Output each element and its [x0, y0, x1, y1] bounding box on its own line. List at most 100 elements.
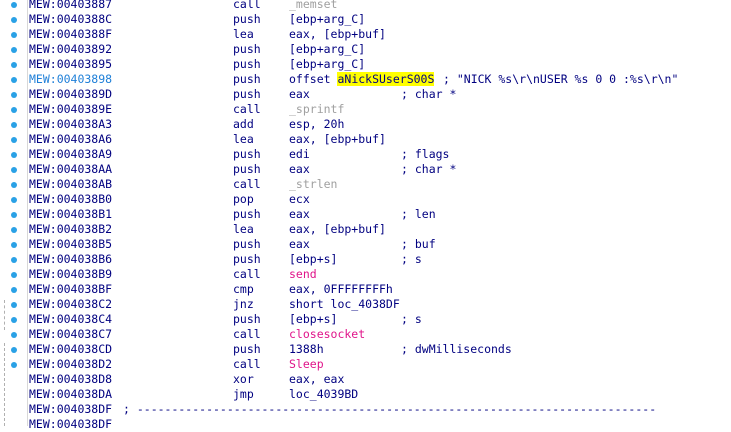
breakpoint-dot-icon[interactable] [11, 47, 17, 53]
mnemonic[interactable]: push [233, 237, 261, 251]
operands[interactable]: [ebp+arg_C] [289, 42, 365, 57]
mnemonic[interactable]: call [233, 177, 261, 191]
operands[interactable]: eax, [ebp+buf] [289, 222, 386, 237]
breakpoint-dot-icon[interactable] [11, 212, 17, 218]
address[interactable]: MEW:00403887 [29, 0, 113, 11]
operands[interactable]: short loc_4038DF [289, 297, 400, 312]
address[interactable]: MEW:004038BF [29, 282, 113, 296]
operands[interactable]: eax [289, 162, 310, 177]
operand-text[interactable]: closesocket [289, 327, 366, 341]
operands[interactable]: ecx [289, 192, 310, 207]
mnemonic[interactable]: push [233, 207, 261, 221]
mnemonic[interactable]: call [233, 0, 261, 11]
operands[interactable]: eax, 0FFFFFFFFh [289, 282, 393, 297]
operand-text[interactable]: eax, eax [289, 372, 345, 386]
operand-text[interactable]: eax [289, 87, 310, 101]
operand-text[interactable]: loc_4039BD [289, 387, 359, 401]
operands[interactable]: Sleep [289, 357, 324, 372]
breakpoint-dot-icon[interactable] [11, 332, 17, 338]
breakpoint-dot-icon[interactable] [11, 92, 17, 98]
address[interactable]: MEW:0040388F [29, 27, 113, 41]
address[interactable]: MEW:0040389D [29, 87, 113, 101]
address[interactable]: MEW:004038A6 [29, 132, 113, 146]
mnemonic[interactable]: xor [233, 372, 254, 386]
breakpoint-dot-icon[interactable] [11, 227, 17, 233]
operand-text[interactable]: [ebp+arg_C] [289, 42, 366, 56]
mnemonic[interactable]: jnz [233, 297, 254, 311]
operands[interactable]: eax [289, 87, 310, 102]
operands[interactable]: eax, eax [289, 372, 344, 387]
operand-text[interactable]: _strlen [289, 177, 338, 191]
operands[interactable]: closesocket [289, 327, 365, 342]
operands[interactable]: eax, [ebp+buf] [289, 132, 386, 147]
operands[interactable]: eax, [ebp+buf] [289, 27, 386, 42]
mnemonic[interactable]: push [233, 162, 261, 176]
address[interactable]: MEW:004038B2 [29, 222, 113, 236]
breakpoint-dot-icon[interactable] [11, 287, 17, 293]
mnemonic[interactable]: call [233, 357, 261, 371]
address[interactable]: MEW:004038C2 [29, 297, 113, 311]
mnemonic[interactable]: push [233, 252, 261, 266]
address[interactable]: MEW:0040389E [29, 102, 113, 116]
breakpoint-dot-icon[interactable] [11, 32, 17, 38]
operand-text[interactable]: _memset [289, 0, 338, 11]
mnemonic[interactable]: add [233, 117, 254, 131]
operand-text[interactable]: eax, [ebp+buf] [289, 132, 386, 146]
address[interactable]: MEW:004038B1 [29, 207, 113, 221]
operand-text[interactable]: eax, [ebp+buf] [289, 222, 386, 236]
operands[interactable]: [ebp+s] [289, 252, 337, 267]
operand-text[interactable]: 1388h [289, 342, 324, 356]
address[interactable]: MEW:004038DF [29, 402, 113, 416]
mnemonic[interactable]: lea [233, 132, 254, 146]
mnemonic[interactable]: jmp [233, 387, 254, 401]
mnemonic[interactable]: call [233, 327, 261, 341]
operand-text[interactable]: short loc_4038DF [289, 297, 400, 311]
operands[interactable]: send [289, 267, 317, 282]
breakpoint-dot-icon[interactable] [11, 17, 17, 23]
operands[interactable]: 1388h [289, 342, 324, 357]
address[interactable]: MEW:004038B5 [29, 237, 113, 251]
breakpoint-dot-icon[interactable] [11, 137, 17, 143]
operands[interactable]: [ebp+arg_C] [289, 57, 365, 72]
operand-text[interactable]: esp, 20h [289, 117, 345, 131]
address[interactable]: MEW:004038B9 [29, 267, 113, 281]
address[interactable]: MEW:004038B0 [29, 192, 113, 206]
address[interactable]: MEW:004038A3 [29, 117, 113, 131]
operand-text[interactable]: eax [289, 207, 310, 221]
address[interactable]: MEW:004038C7 [29, 327, 113, 341]
breakpoint-dot-icon[interactable] [11, 347, 17, 353]
breakpoint-dot-icon[interactable] [11, 302, 17, 308]
mnemonic[interactable]: lea [233, 222, 254, 236]
operand-text[interactable]: [ebp+s] [289, 252, 338, 266]
operand-text[interactable]: _sprintf [289, 102, 345, 116]
operands[interactable]: [ebp+s] [289, 312, 337, 327]
mnemonic[interactable]: cmp [233, 282, 254, 296]
operand-text[interactable]: eax [289, 162, 310, 176]
address[interactable]: MEW:0040388C [29, 12, 113, 26]
operand-text[interactable]: [ebp+arg_C] [289, 57, 366, 71]
operands[interactable]: _sprintf [289, 102, 344, 117]
breakpoint-dot-icon[interactable] [11, 2, 17, 8]
address[interactable]: MEW:004038A9 [29, 147, 113, 161]
operands[interactable]: eax [289, 237, 310, 252]
operand-text[interactable]: ecx [289, 192, 310, 206]
operand-text[interactable]: Sleep [289, 357, 324, 371]
breakpoint-dot-icon[interactable] [11, 152, 17, 158]
breakpoint-dot-icon[interactable] [11, 77, 17, 83]
breakpoint-dot-icon[interactable] [11, 197, 17, 203]
operand-text[interactable]: eax, 0FFFFFFFFh [289, 282, 393, 296]
mnemonic[interactable]: call [233, 267, 261, 281]
operand-text[interactable]: eax [289, 237, 310, 251]
address[interactable]: MEW:00403892 [29, 42, 113, 56]
mnemonic[interactable]: push [233, 342, 261, 356]
operands[interactable]: eax [289, 207, 310, 222]
mnemonic[interactable]: call [233, 102, 261, 116]
breakpoint-gutter[interactable] [0, 0, 26, 426]
breakpoint-dot-icon[interactable] [11, 167, 17, 173]
breakpoint-dot-icon[interactable] [11, 362, 17, 368]
address[interactable]: MEW:004038AB [29, 177, 113, 191]
breakpoint-dot-icon[interactable] [11, 257, 17, 263]
breakpoint-dot-icon[interactable] [11, 317, 17, 323]
mnemonic[interactable]: push [233, 42, 261, 56]
